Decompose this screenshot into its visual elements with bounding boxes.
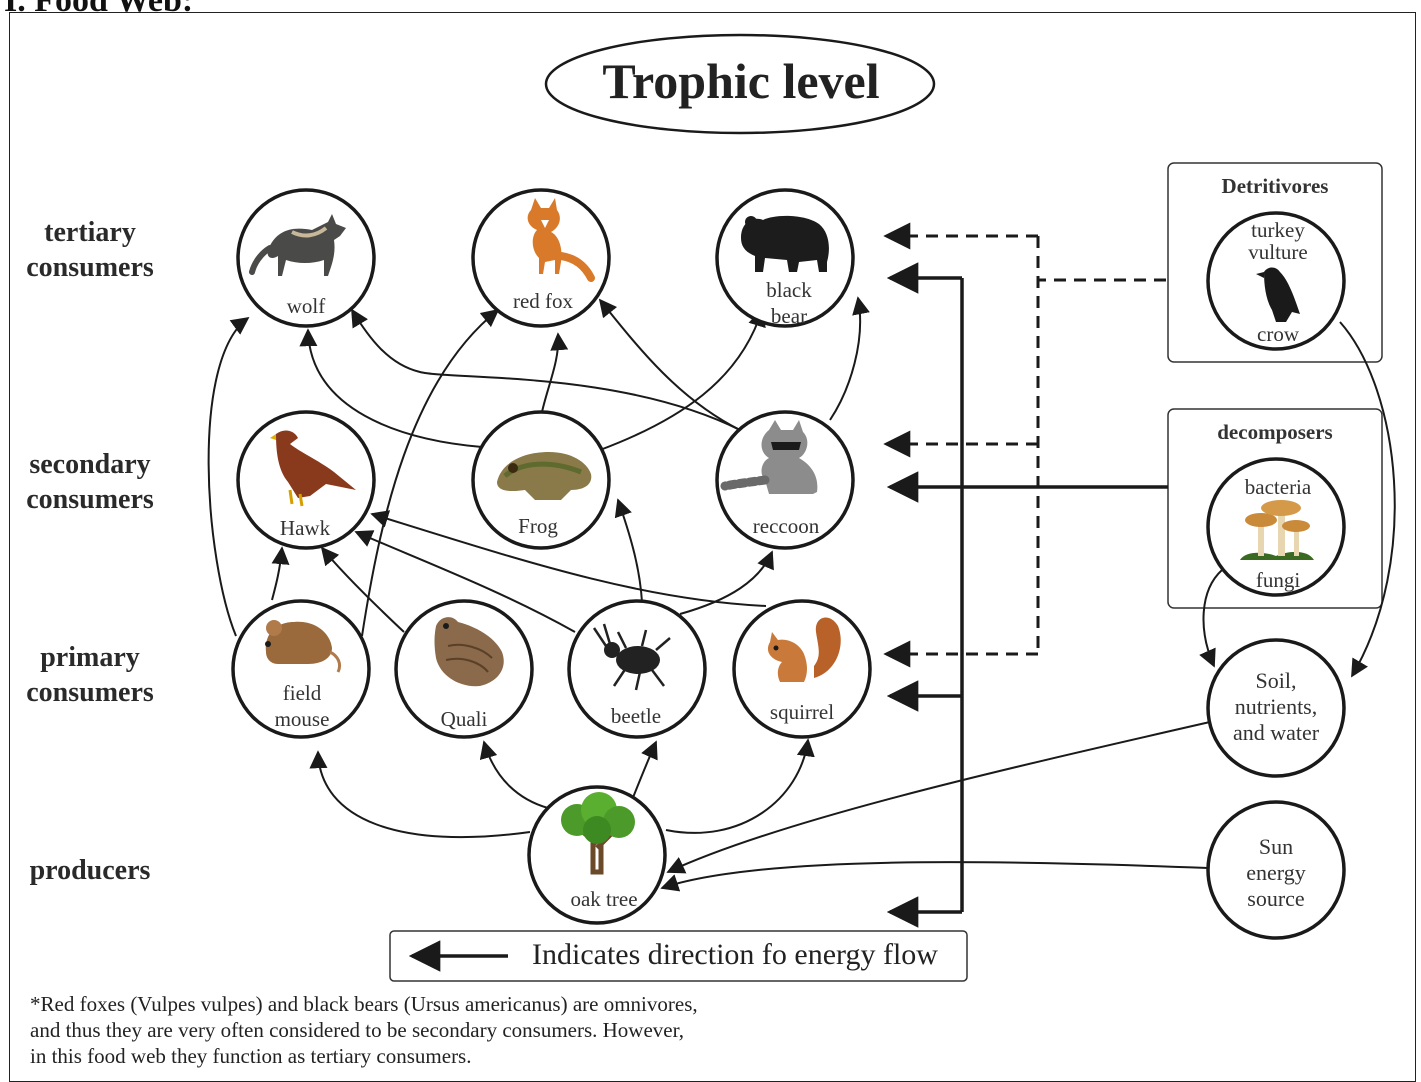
soil-label: Soil, nutrients, and water [1232,668,1320,745]
decomposers-box [1167,408,1383,609]
wolf-icon [249,214,346,276]
level-secondary-consumers: secondary consumers [26,449,154,515]
frog-icon [497,452,592,500]
arrow-raccoon-to-fox [598,298,741,431]
energy-flow-arrows [207,296,1396,892]
arrow-tree-to-quail [479,740,549,809]
level-producers: producers [29,855,151,886]
sun-label: Sun energy source [1246,834,1306,911]
detritivore-flow-lines [883,222,1166,668]
arrow-mouse-to-fox [361,308,500,637]
squirrel-icon [767,617,841,682]
level-primary-consumers: primary consumers [26,642,154,708]
legend-text: Indicates direction fo energy flow [532,938,938,971]
crow-icon [1256,267,1300,322]
arrow-tree-to-mouse [309,750,531,839]
arrow-tree-to-squirrel [665,738,815,834]
squirrel-label: squirrel [769,700,835,724]
field-mouse-icon [265,620,342,673]
arrow-beetle-to-hawk [354,530,576,633]
arrow-mouse-to-hawk [271,546,290,601]
oak-tree-label: oak tree [570,887,638,911]
arrow-beetle-to-raccoon [679,550,774,615]
footnote: *Red foxes (Vulpes vulpes) and black bea… [30,992,698,1068]
red-fox-label: red fox [512,289,574,313]
detritivores-box [1167,162,1383,363]
decomposers-bottom-label: fungi [1255,568,1301,592]
legend-box [389,930,968,982]
arrow-soil-to-tree [666,721,1211,874]
raccoon-label: reccoon [752,514,820,538]
title-ellipse [544,33,936,135]
arrow-beetle-to-frog [614,498,643,603]
page-title: Trophic level [602,53,880,109]
arrow-quail-to-hawk [320,546,405,633]
oak-tree-icon [561,792,635,875]
arrow-frog-to-wolf [299,328,483,448]
decomposer-flow-lines [886,262,1168,928]
decomposers-top-label: bacteria [1244,475,1312,499]
partial-heading: I. Food Web: [4,0,194,19]
arrow-raccoon-to-bear [829,296,870,421]
raccoon-icon [720,420,818,494]
arrow-mouse-to-wolf [207,316,250,637]
detritivores-top-label: turkey vulture [1248,218,1308,264]
arrow-crow-to-soil [1339,321,1396,678]
decomposers-title: decomposers [1217,420,1333,444]
frog-label: Frog [518,514,558,538]
black-bear-label: black bear [766,278,812,328]
arrow-sun-to-tree [660,861,1209,892]
detritivores-bottom-label: crow [1257,322,1299,346]
arrow-frog-to-bear [599,308,766,451]
soil-node [1206,638,1346,778]
arrow-fungi-to-soil [1199,569,1223,668]
beetle-label: beetle [610,704,662,728]
hawk-icon [270,430,356,507]
sun-node [1206,800,1346,940]
black-bear-icon [741,215,829,272]
wolf-label: wolf [286,294,326,318]
quail-icon [434,617,504,687]
fungi-node [1206,457,1346,597]
red-fox-icon [527,198,595,282]
field-mouse-node [231,599,371,739]
arrow-tree-to-beetle [631,740,658,801]
arrow-frog-to-fox [541,332,569,413]
quail-label: Quali [440,707,488,731]
level-tertiary-consumers: tertiary consumers [26,217,154,283]
fungi-icon [1240,500,1314,560]
beetle-icon [592,623,671,691]
arrow-raccoon-to-wolf [351,308,741,431]
detritivores-title: Detritivores [1221,174,1329,198]
field-mouse-label: field mouse [274,681,330,731]
hawk-label: Hawk [279,516,331,540]
